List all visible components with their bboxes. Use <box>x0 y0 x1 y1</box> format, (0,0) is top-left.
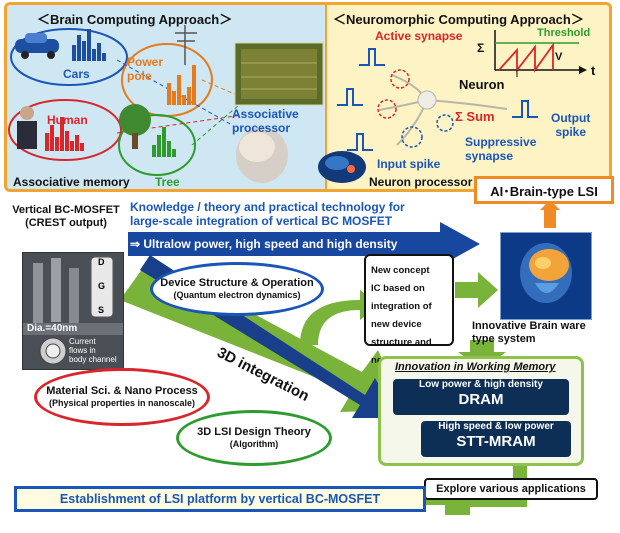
label-neuron: Neuron <box>459 77 505 92</box>
label-associative-processor: Associative processor <box>232 107 299 135</box>
car-icon <box>15 33 59 59</box>
design-theory-sub: (Algorithm) <box>229 439 279 449</box>
label-output-spike: Output spike <box>551 111 591 139</box>
power-pole-icon <box>175 25 197 65</box>
spike-input-3 <box>347 133 373 151</box>
mosfet-current: Current flows in body channel <box>69 337 117 364</box>
stt-mram-label: STT-MRAM <box>456 433 536 450</box>
mosfet-label-g: G <box>98 281 106 291</box>
label-associative-memory: Associative memory <box>13 175 130 189</box>
label-neuron-processor: Neuron processor <box>369 175 473 189</box>
device-structure-oval: Device Structure & Operation (Quantum el… <box>150 262 324 316</box>
vertical-mosfet-label: Vertical BC-MOSFET (CREST output) <box>12 204 120 229</box>
cars-histogram <box>72 29 106 61</box>
new-concept-text: New concept IC based on integration of n… <box>371 265 432 366</box>
label-cars: Cars <box>63 67 90 81</box>
brain-panel-graphics <box>8 25 587 183</box>
neuro-panel-bg <box>325 5 609 189</box>
explore-box: Explore various applications <box>424 478 598 500</box>
new-concept-box: New concept IC based on integration of n… <box>364 254 454 366</box>
device-structure-sub: (Quantum electron dynamics) <box>173 290 301 300</box>
neuro-panel-title: ＜Neuromorphic Computing Approach＞ <box>333 12 584 27</box>
human-histogram <box>45 117 84 151</box>
dram-label: DRAM <box>458 391 504 408</box>
green-curve-arrow <box>300 290 380 345</box>
spike-input-2 <box>337 88 363 106</box>
innovative-brain-label: Innovative Brain ware type system <box>472 320 586 345</box>
design-theory-oval: 3D LSI Design Theory (Algorithm) <box>176 410 332 466</box>
label-active-synapse: Active synapse <box>375 29 463 43</box>
label-t: t <box>591 63 596 78</box>
orange-up-arrow <box>540 200 560 228</box>
tree-histogram <box>152 127 176 157</box>
label-input-spike: Input spike <box>377 157 441 171</box>
processor-chip <box>234 42 324 106</box>
establishment-text: Establishment of LSI platform by vertica… <box>59 492 381 506</box>
brain-panel-title: ＜Brain Computing Approach＞ <box>37 12 233 27</box>
stt-mram-sub: High speed & low power <box>438 421 554 432</box>
material-sci-oval: Material Sci. & Nano Process (Physical p… <box>34 368 210 426</box>
dram-sub: Low power & high density <box>419 379 543 390</box>
human-icon <box>17 106 37 149</box>
threshold-chart <box>494 30 587 77</box>
explore-text: Explore various applications <box>436 483 586 495</box>
green-bottom-connector <box>470 465 527 507</box>
working-memory-title: Innovation in Working Memory <box>395 361 556 373</box>
working-memory-panel: Innovation in Working Memory Low power &… <box>378 356 584 466</box>
mosfet-label-d: D <box>98 257 105 267</box>
label-tree: Tree <box>155 175 180 189</box>
brain-graphic <box>520 243 572 303</box>
ultralow-text: ⇒ Ultralow power, high speed and high de… <box>130 237 398 251</box>
dram-box: Low power & high density DRAM <box>393 379 569 415</box>
material-sci-sub: (Physical properties in nanoscale) <box>48 398 196 408</box>
ai-brain-lsi-box: AI･Brain-type LSI <box>474 176 614 204</box>
establishment-box: Establishment of LSI platform by vertica… <box>14 486 426 512</box>
device-structure-title: Device Structure & Operation <box>160 277 314 289</box>
label-human: Human <box>47 113 88 127</box>
mosfet-label-s: S <box>98 305 105 315</box>
label-v: V <box>555 51 563 63</box>
label-sigma-axis: Σ <box>477 41 485 55</box>
label-sigma-sum: Σ Sum <box>455 109 495 124</box>
design-theory-title: 3D LSI Design Theory <box>197 426 311 438</box>
spike-input-1 <box>359 48 385 66</box>
mosfet-graphic <box>23 256 123 365</box>
tree-icon <box>119 104 151 149</box>
mosfet-image: D G S Dia.=40nm Current flows in body ch… <box>22 252 124 370</box>
material-sci-title: Material Sci. & Nano Process <box>46 385 198 397</box>
ai-brain-lsi-label: AI･Brain-type LSI <box>490 183 598 199</box>
green-arrow-down <box>458 340 506 370</box>
top-panel: ＜Brain Computing Approach＞ ＜Neuromorphic… <box>4 2 612 192</box>
head-icon <box>236 127 288 183</box>
brain-image <box>500 232 592 320</box>
label-threshold: Threshold <box>537 27 591 39</box>
mosfet-dia: Dia.=40nm <box>27 323 78 334</box>
stt-mram-box: High speed & low power STT-MRAM <box>421 421 571 457</box>
power-pole-histogram <box>167 65 196 105</box>
knowledge-text: Knowledge / theory and practical technol… <box>130 200 405 228</box>
spike-output <box>512 100 538 118</box>
green-arrow-to-brain <box>455 272 498 308</box>
neuron-processor-icon <box>318 151 366 183</box>
label-power-pole: Power pole <box>127 55 164 83</box>
label-suppressive-synapse: Suppressive synapse <box>465 135 537 163</box>
